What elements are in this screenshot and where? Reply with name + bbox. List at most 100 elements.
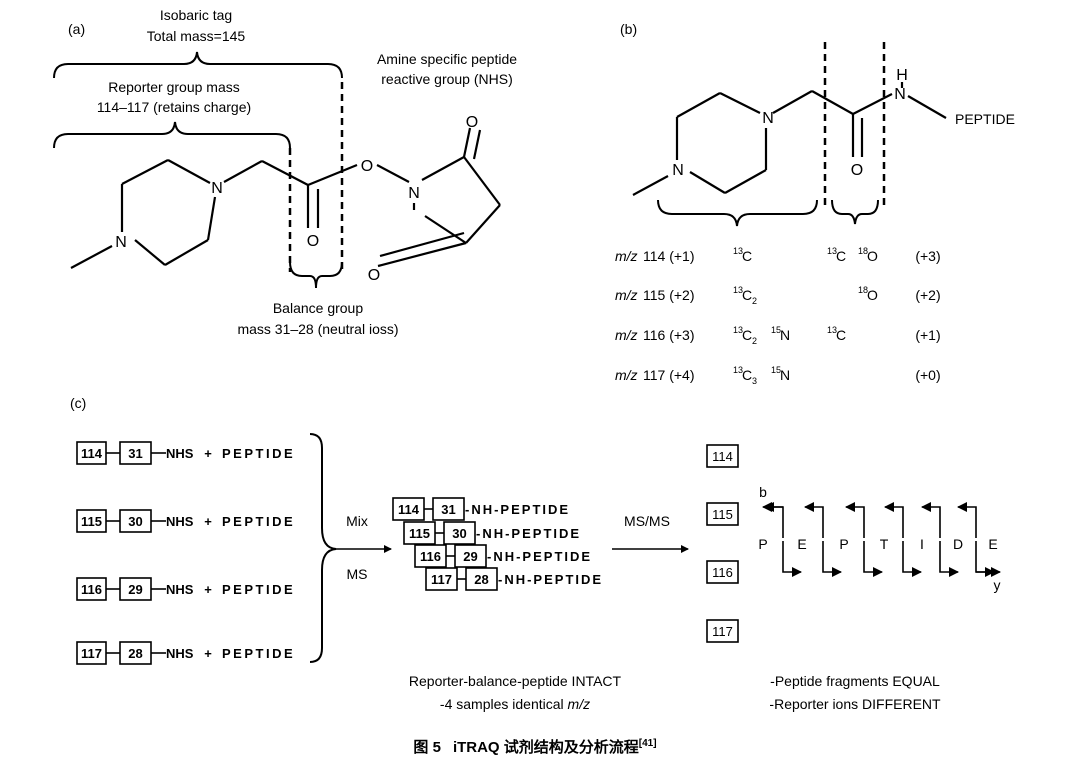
isotope-row-2-balance-carbon-sup: 13 xyxy=(827,325,837,335)
residue-0: P xyxy=(758,536,767,552)
isotope-row-0-carbon-sup: 13 xyxy=(733,246,743,256)
b-ion-arrow xyxy=(804,502,824,538)
atom-o-nhs-bottom: O xyxy=(368,267,380,284)
panel-b-label: (b) xyxy=(620,21,637,37)
atom-n-amide: N xyxy=(894,86,906,103)
isotope-row-3-shift: (+0) xyxy=(915,367,940,383)
plus-sign: + xyxy=(204,514,212,529)
isotope-row-1-mz-prefix: m/z xyxy=(615,287,638,303)
stack-reporter-label: 114 xyxy=(398,502,420,517)
residue-5: D xyxy=(953,536,963,552)
panel-a: (a) Isobaric tag Total mass=145 Reporter… xyxy=(53,7,517,337)
reporter-group-title: Reporter group mass xyxy=(108,79,240,95)
balance-group-title: Balance group xyxy=(273,300,364,316)
reporter-box-label: 116 xyxy=(81,582,102,597)
isobaric-tag-title: Isobaric tag xyxy=(160,7,232,23)
plus-sign: + xyxy=(204,446,212,461)
b-ion-arrow xyxy=(884,502,904,538)
panel-a-label: (a) xyxy=(68,21,85,37)
isotope-row-0-oxygen-element: O xyxy=(867,248,878,264)
panel-c-label: (c) xyxy=(70,395,86,411)
b-ion-arrow xyxy=(845,502,865,538)
isobaric-tag-mass: Total mass=145 xyxy=(147,28,246,44)
residue-4: I xyxy=(920,536,924,552)
isotope-row-2-carbon-sup: 13 xyxy=(733,325,743,335)
peptide-label-b: PEPTIDE xyxy=(955,111,1015,127)
figure-number: 图 5 xyxy=(413,739,441,756)
msms-label: MS/MS xyxy=(624,513,670,529)
stack-peptide-label: -NH-PEPTIDE xyxy=(476,526,581,541)
isotope-row-3-carbon-sub: 3 xyxy=(752,376,757,386)
isotope-row-0-oxygen-sup: 18 xyxy=(858,246,868,256)
isotope-row-2-carbon-sub: 2 xyxy=(752,336,757,346)
y-ion-arrow xyxy=(863,541,883,577)
b-ion-arrow xyxy=(957,502,977,538)
stack-balance-box xyxy=(465,567,498,591)
plus-sign: + xyxy=(204,582,212,597)
balance-box-label: 28 xyxy=(128,646,142,661)
stack-peptide-label: -NH-PEPTIDE xyxy=(465,502,570,517)
caption-right-line-2: -Reporter ions DIFFERENT xyxy=(769,696,941,712)
reporter-ion-label: 116 xyxy=(712,565,733,580)
isotope-row-3-carbon-sup: 13 xyxy=(733,365,743,375)
peptide-label: PEPTIDE xyxy=(222,646,295,661)
isotope-row-0-shift: (+3) xyxy=(915,248,940,264)
balance-box-label: 30 xyxy=(128,514,142,529)
reporter-ion-box xyxy=(706,560,739,584)
reporter-ion-label: 115 xyxy=(712,507,733,522)
stack-balance-label: 28 xyxy=(474,572,488,587)
atom-n-ring-top: N xyxy=(211,180,223,197)
b-ion-label: b xyxy=(759,484,767,500)
isotope-row-1-shift: (+2) xyxy=(915,287,940,303)
isotope-row-1-oxygen-element: O xyxy=(867,287,878,303)
peptide-label: PEPTIDE xyxy=(222,446,295,461)
stack-balance-label: 30 xyxy=(452,526,466,541)
caption-mid-mz: m/z xyxy=(568,696,591,712)
b-ion-arrow xyxy=(764,502,784,538)
figure-ref: [41] xyxy=(639,738,657,749)
isotope-row-1-carbon-element: C xyxy=(742,287,752,303)
stack-balance-box xyxy=(443,521,476,545)
atom-n-ring-b-top: N xyxy=(762,110,774,127)
isotope-row-0-balance-carbon-sup: 13 xyxy=(827,246,837,256)
y-ion-arrow xyxy=(902,541,922,577)
isotope-row-0-carbon-element: C xyxy=(742,248,752,264)
isotope-row-3-mz-prefix: m/z xyxy=(615,367,638,383)
ms-label: MS xyxy=(347,566,368,582)
balance-group-mass: mass 31–28 (neutral ioss) xyxy=(237,321,398,337)
atom-o-b: O xyxy=(851,162,863,179)
reporter-ion-box xyxy=(706,619,739,643)
isotope-row-0-mz-prefix: m/z xyxy=(615,248,638,264)
isotope-row-2-balance-carbon-element: C xyxy=(836,327,846,343)
caption-mid-prefix: -4 samples identical xyxy=(440,696,568,712)
reporter-box-label: 114 xyxy=(81,446,103,461)
stack-balance-box xyxy=(454,544,487,568)
isotope-row-3-nitrogen-element: N xyxy=(780,367,790,383)
y-ion-arrow xyxy=(939,541,959,577)
reporter-box-label: 117 xyxy=(81,646,102,661)
isotope-row-2-nitrogen-element: N xyxy=(780,327,790,343)
stack-balance-label: 29 xyxy=(463,549,477,564)
nhs-label: NHS xyxy=(166,582,194,597)
caption-mid-line-1: Reporter-balance-peptide INTACT xyxy=(409,673,622,689)
stack-balance-label: 31 xyxy=(441,502,455,517)
isotope-row-2-mz-prefix: m/z xyxy=(615,327,638,343)
isotope-row-1-oxygen-sup: 18 xyxy=(858,285,868,295)
reporter-ion-box xyxy=(706,444,739,468)
isotope-row-2-mz: 116 (+3) xyxy=(643,327,695,343)
isotope-row-1-mz: 115 (+2) xyxy=(643,287,695,303)
peptide-label: PEPTIDE xyxy=(222,582,295,597)
balance-box-label: 31 xyxy=(128,446,142,461)
atom-o-nhs-top: O xyxy=(466,114,478,131)
b-ion-arrow xyxy=(921,502,941,538)
isotope-row-1-carbon-sup: 13 xyxy=(733,285,743,295)
nhs-label: NHS xyxy=(166,446,194,461)
reporter-ion-box xyxy=(706,502,739,526)
reporter-group-range: 114–117 (retains charge) xyxy=(97,99,251,115)
balance-box-label: 29 xyxy=(128,582,142,597)
